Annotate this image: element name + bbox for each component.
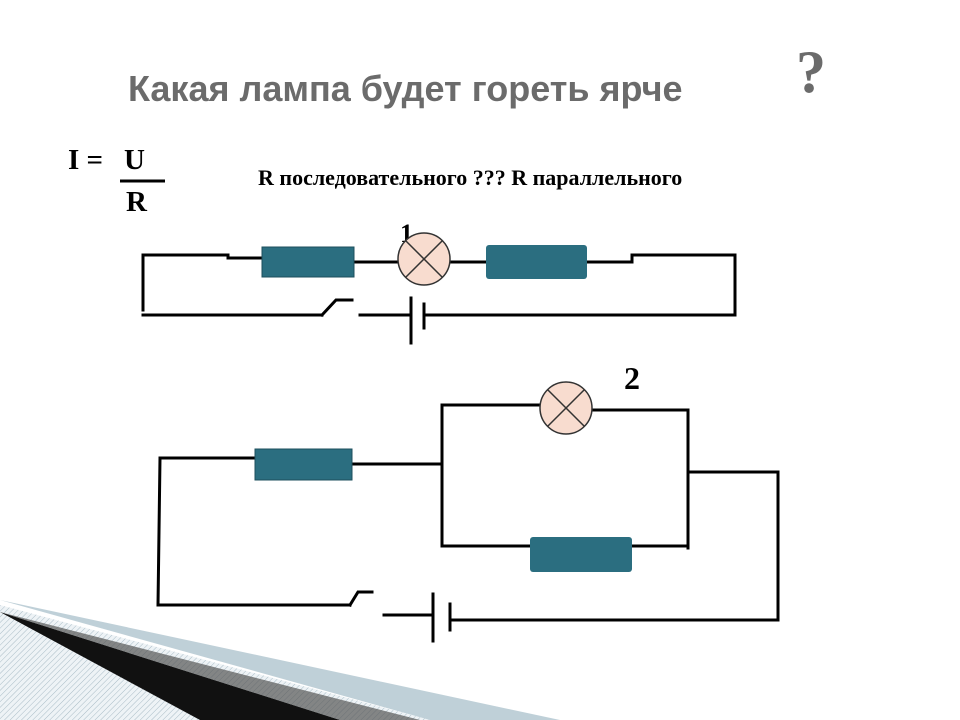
parallel-resistor-2: [530, 537, 632, 572]
formula-numerator: U: [124, 144, 145, 176]
resistance-comparison: R последовательного ??? R параллельного: [258, 165, 683, 190]
series-resistor-1: [261, 246, 355, 278]
parallel-switch: [347, 590, 374, 608]
series-lamp: [397, 232, 451, 286]
series-wire-right: [585, 253, 737, 314]
series-switch: [319, 298, 354, 318]
title-question-mark: ?: [796, 39, 826, 105]
circuit-2-label: 2: [624, 360, 640, 396]
series-wire-left: [141, 253, 264, 312]
parallel-circuit: [156, 403, 780, 643]
series-circuit: [141, 253, 737, 345]
formula-denominator: R: [126, 186, 147, 218]
series-resistor-2: [486, 245, 587, 279]
parallel-lamp: [539, 381, 593, 435]
parallel-branch-top-right: [590, 408, 690, 550]
parallel-branch-top: [440, 403, 542, 548]
formula-current: I =: [68, 144, 104, 176]
slide-title: Какая лампа будет гореть ярче: [128, 68, 683, 109]
parallel-wire-bottom-right: [448, 470, 780, 622]
parallel-resistor-1: [254, 448, 353, 481]
parallel-wire-left: [156, 456, 352, 607]
